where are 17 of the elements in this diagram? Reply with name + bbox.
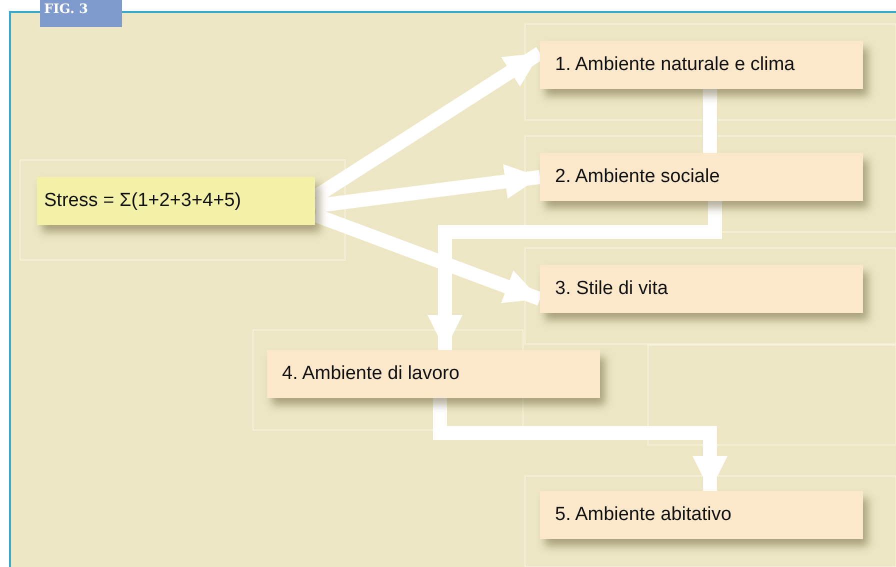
connector-line xyxy=(703,89,717,153)
box-label: Stress = Σ(1+2+3+4+5) xyxy=(44,190,242,212)
process-box xyxy=(37,177,315,225)
process-box xyxy=(540,41,863,89)
box-label: 3. Stile di vita xyxy=(555,278,668,300)
process-box xyxy=(540,153,863,201)
process-box xyxy=(540,265,863,313)
arrow xyxy=(314,164,541,213)
box-label: 4. Ambiente di lavoro xyxy=(282,363,460,385)
process-box xyxy=(540,491,863,539)
figure-number: FIG. 3 xyxy=(40,0,122,27)
arrow xyxy=(428,201,722,350)
process-box xyxy=(267,350,600,398)
box-label: 5. Ambiente abitativo xyxy=(555,504,732,526)
arrow xyxy=(433,398,728,491)
box-label: 2. Ambiente sociale xyxy=(555,166,720,188)
box-label: 1. Ambiente naturale e clima xyxy=(555,54,795,76)
